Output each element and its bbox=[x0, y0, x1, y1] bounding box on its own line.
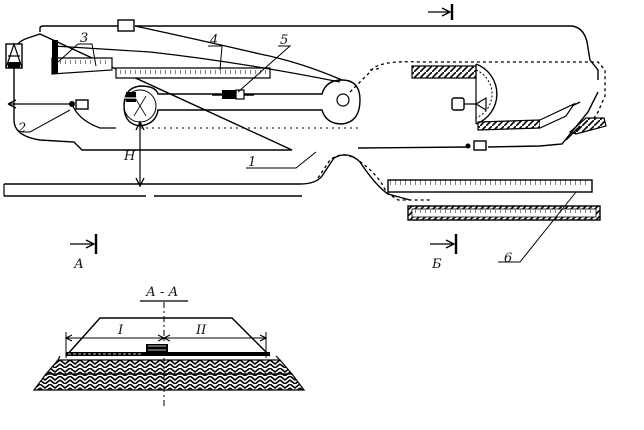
section-model bbox=[146, 344, 168, 354]
label-section-a: А bbox=[73, 257, 84, 272]
upper-right-ruler bbox=[411, 65, 477, 79]
right-pointer bbox=[565, 117, 607, 141]
instrument-2 bbox=[7, 99, 116, 129]
leader-6 bbox=[498, 191, 577, 263]
left-stand bbox=[5, 42, 23, 69]
label-1: 1 bbox=[248, 155, 256, 170]
leader-4 bbox=[208, 45, 223, 71]
goniometer bbox=[451, 63, 498, 125]
label-dimension-h: Н bbox=[123, 149, 136, 164]
label-zone-ii: II bbox=[195, 323, 207, 338]
long-ruler bbox=[115, 67, 271, 79]
dimension-h bbox=[135, 120, 145, 188]
dashed-road-outline bbox=[317, 61, 606, 201]
section-marker-top bbox=[428, 4, 454, 20]
section-housing bbox=[65, 317, 271, 357]
leader-5 bbox=[237, 45, 292, 93]
section-view: А - А I II bbox=[32, 285, 306, 408]
mid-right-ruler bbox=[477, 101, 581, 131]
section-marker-b bbox=[430, 234, 458, 254]
label-6: 6 bbox=[504, 251, 512, 266]
plan-view: 1 2 3 4 5 6 Н А Б bbox=[3, 4, 607, 272]
model-track bbox=[123, 79, 361, 127]
cable-line bbox=[134, 25, 343, 81]
label-zone-i: I bbox=[117, 323, 124, 338]
leader-1 bbox=[246, 151, 317, 169]
connector-top bbox=[117, 19, 135, 32]
road bbox=[3, 154, 411, 201]
section-title: А - А bbox=[145, 285, 178, 300]
short-ruler bbox=[51, 40, 113, 75]
label-4: 4 bbox=[209, 33, 218, 48]
device-5 bbox=[212, 89, 254, 100]
area-boundary bbox=[13, 25, 599, 151]
label-5: 5 bbox=[280, 33, 288, 48]
label-3: 3 bbox=[80, 31, 88, 46]
section-marker-a bbox=[70, 234, 98, 254]
ruler-pair-6 bbox=[387, 179, 601, 221]
camera-left bbox=[124, 92, 138, 102]
label-section-b: Б bbox=[431, 257, 442, 272]
leader-3 bbox=[57, 43, 97, 67]
leader-2 bbox=[22, 109, 71, 133]
section-embankment-bottom bbox=[32, 373, 306, 391]
section-embankment-top bbox=[44, 359, 294, 375]
label-2: 2 bbox=[17, 121, 26, 136]
connector-right bbox=[465, 140, 487, 151]
